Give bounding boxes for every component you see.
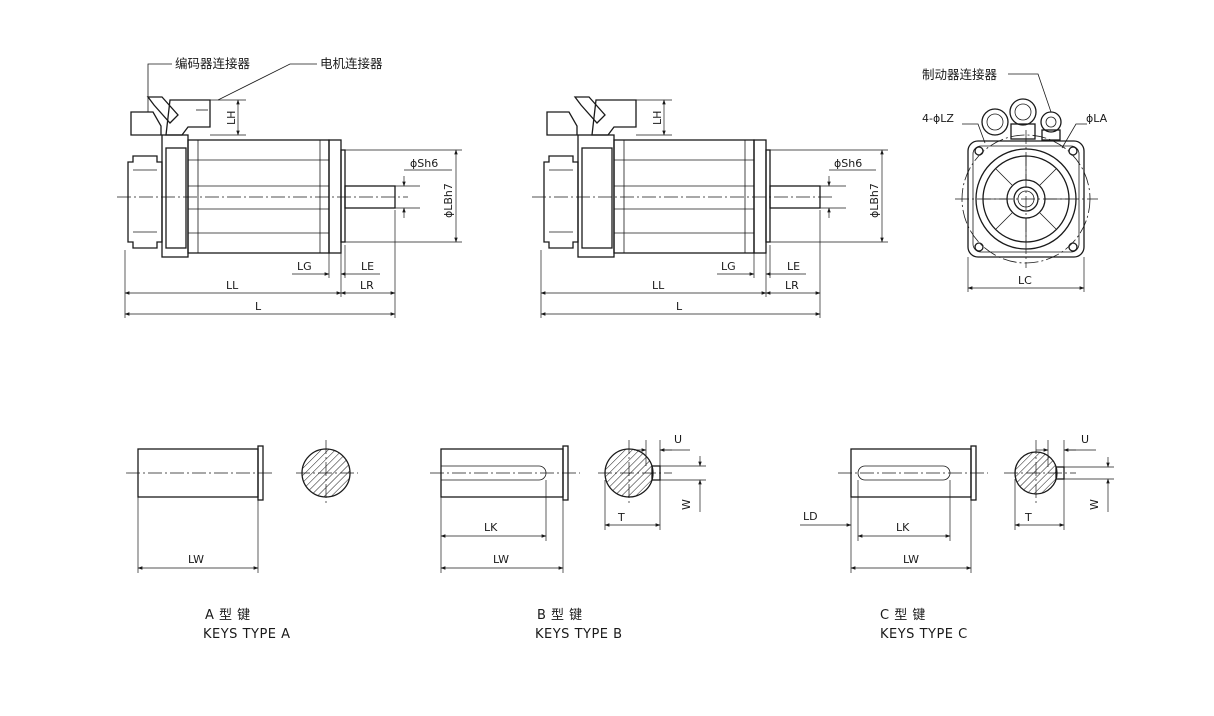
dim-lr-label: LR bbox=[360, 279, 374, 292]
key-type-c: U W T LD LK LW C 型 键 KEYS TYPE C bbox=[800, 433, 1114, 642]
dim-lr-label: LR bbox=[785, 279, 799, 292]
key-a-caption-en: KEYS TYPE A bbox=[203, 627, 291, 642]
dim-t-label: T bbox=[617, 511, 625, 524]
dim-la-label: ϕLA bbox=[1086, 112, 1108, 125]
side-view-a: 编码器连接器 电机连接器 LH ϕSh6 ϕLBh7 LG LE LL LR L bbox=[117, 56, 462, 318]
dim-lk-label: LK bbox=[484, 521, 498, 534]
dim-lw-label: LW bbox=[188, 553, 204, 566]
dim-ll-label: LL bbox=[226, 279, 239, 292]
dim-lh-label: LH bbox=[225, 111, 238, 125]
dim-u-label: U bbox=[1081, 433, 1089, 446]
key-type-a: LW A 型 键 KEYS TYPE A bbox=[126, 440, 358, 642]
dim-sh6-label: ϕSh6 bbox=[410, 157, 438, 170]
dim-le-label: LE bbox=[361, 260, 374, 273]
dim-lk-label: LK bbox=[896, 521, 910, 534]
dim-u-label: U bbox=[674, 433, 682, 446]
dim-le-label: LE bbox=[787, 260, 800, 273]
dim-lz-label: 4-ϕLZ bbox=[922, 112, 954, 125]
brake-connector-label: 制动器连接器 bbox=[922, 67, 998, 82]
dim-lbh7-label: ϕLBh7 bbox=[868, 183, 881, 218]
key-b-caption-cn: B 型 键 bbox=[537, 608, 583, 623]
dim-lg-label: LG bbox=[721, 260, 736, 273]
key-a-caption-cn: A 型 键 bbox=[205, 608, 251, 623]
key-type-b: U W T LK LW B 型 键 KEYS TYPE B bbox=[430, 433, 706, 642]
dim-lw-label: LW bbox=[903, 553, 919, 566]
dim-sh6-label: ϕSh6 bbox=[834, 157, 862, 170]
dim-lg-label: LG bbox=[297, 260, 312, 273]
dim-ll-label: LL bbox=[652, 279, 665, 292]
dim-lh-label: LH bbox=[651, 111, 664, 125]
motor-connector-label: 电机连接器 bbox=[320, 56, 383, 71]
key-b-caption-en: KEYS TYPE B bbox=[535, 627, 623, 642]
side-view-b: LH ϕSh6 ϕLBh7 LG LE LL LR L bbox=[532, 96, 888, 318]
dim-lc-label: LC bbox=[1018, 274, 1032, 287]
front-view: 制动器连接器 4-ϕLZ ϕLA LC bbox=[922, 67, 1108, 292]
key-c-caption-en: KEYS TYPE C bbox=[880, 627, 968, 642]
dim-lbh7-label: ϕLBh7 bbox=[442, 183, 455, 218]
dim-l-label: L bbox=[676, 300, 683, 313]
dim-lw-label: LW bbox=[493, 553, 509, 566]
key-c-caption-cn: C 型 键 bbox=[880, 608, 926, 623]
dim-l-label: L bbox=[255, 300, 262, 313]
dim-w-label: W bbox=[680, 499, 693, 510]
dim-ld-label: LD bbox=[803, 510, 818, 523]
dim-t-label: T bbox=[1024, 511, 1032, 524]
dim-w-label: W bbox=[1088, 499, 1101, 510]
encoder-connector-label: 编码器连接器 bbox=[175, 56, 251, 71]
